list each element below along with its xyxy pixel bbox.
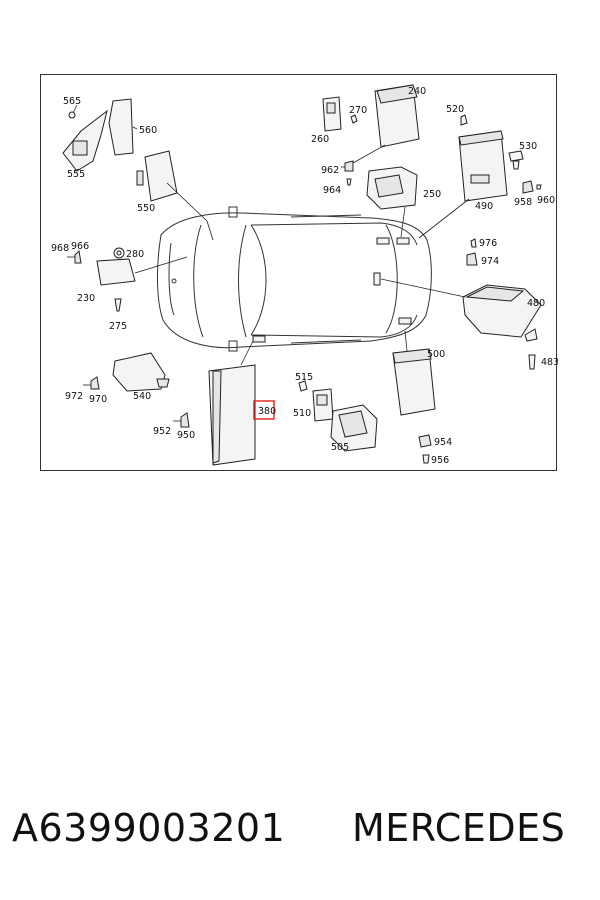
- label-972: 972: [65, 391, 83, 402]
- label-964: 964: [323, 185, 341, 196]
- parts-diagram-frame: 565 560 555 550 270 260 240 962 964 250 …: [40, 74, 558, 471]
- vehicle-outline: [157, 206, 432, 352]
- part-group-555-560: [62, 98, 214, 241]
- label-966: 966: [71, 241, 89, 252]
- part-group-230: [67, 247, 188, 312]
- part-group-500-505: [298, 330, 436, 464]
- brand-name: MERCEDES: [352, 806, 566, 850]
- label-530: 530: [519, 141, 537, 152]
- label-555: 555: [67, 169, 85, 180]
- part-group-240-250: [322, 84, 420, 238]
- label-260: 260: [311, 134, 329, 145]
- label-483: 483: [541, 357, 558, 368]
- label-970: 970: [89, 394, 107, 405]
- label-956: 956: [431, 455, 449, 466]
- label-380: 380: [258, 406, 276, 417]
- label-510: 510: [293, 408, 311, 419]
- label-974: 974: [481, 256, 499, 267]
- label-540: 540: [133, 391, 151, 402]
- label-480: 480: [527, 298, 545, 309]
- label-515: 515: [295, 372, 313, 383]
- label-230: 230: [77, 293, 95, 304]
- label-490: 490: [475, 201, 493, 212]
- label-962: 962: [321, 165, 339, 176]
- label-950: 950: [177, 430, 195, 441]
- label-952: 952: [153, 426, 171, 437]
- label-500: 500: [427, 349, 445, 360]
- highlight-box-380: [253, 400, 275, 420]
- label-565: 565: [63, 96, 81, 107]
- part-number: A6399003201: [12, 806, 286, 850]
- label-560: 560: [139, 125, 157, 136]
- label-505: 505: [331, 442, 349, 453]
- label-270: 270: [349, 105, 367, 116]
- label-240: 240: [408, 86, 426, 97]
- label-520: 520: [446, 104, 464, 115]
- label-250: 250: [423, 189, 441, 200]
- part-group-480: [380, 238, 542, 370]
- label-958: 958: [514, 197, 532, 208]
- parts-diagram: 565 560 555 550 270 260 240 962 964 250 …: [51, 84, 558, 466]
- label-968: 968: [51, 243, 69, 254]
- label-275: 275: [109, 321, 127, 332]
- part-group-490: [418, 114, 542, 239]
- part-labels: 565 560 555 550 270 260 240 962 964 250 …: [51, 86, 558, 466]
- part-group-540: [83, 340, 256, 466]
- label-550: 550: [137, 203, 155, 214]
- label-976: 976: [479, 238, 497, 249]
- label-954: 954: [434, 437, 452, 448]
- label-280: 280: [126, 249, 144, 260]
- label-960: 960: [537, 195, 555, 206]
